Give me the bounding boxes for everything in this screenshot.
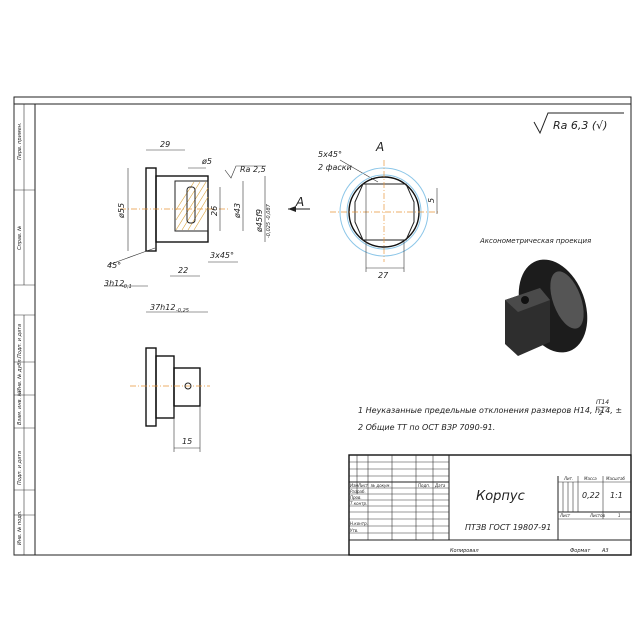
tb-part-name: Корпус [476,489,525,504]
dim-3x45: 3х45° [210,251,234,260]
tb-copied: Копировал [450,548,479,554]
tb-role-techcontrol: Т.контр. [350,501,367,506]
side-label-podp1: Подп. и дата [17,324,23,358]
title-block: Изм Лист № докум. Подп. Дата Разраб. Про… [348,454,632,556]
tb-mass-value: 0,22 [582,491,600,500]
dim-45deg: 45° [107,261,121,270]
dim-22: 22 [178,266,188,275]
axonometric-view: Аксонометрическая проекция [479,237,591,356]
tb-header-docno: № докум. [370,483,391,488]
tb-format-label: Формат [570,548,591,554]
tb-role-normcontrol: Н.контр. [350,521,368,526]
tb-header-date: Дата [434,483,446,488]
section-label-a: A [295,195,304,209]
chamfer-text-1: 5х45° [318,150,342,159]
tb-header-izm: Изм [350,483,358,488]
dim-26: 26 [210,206,219,216]
roughness-symbol: Ra 6,3 (√) [533,112,624,135]
tb-header-list: Лист [357,483,369,488]
front-view: 29 ø5 Ra 2,5 ø55 26 ø43 ø45f9 -0,025 -0,… [104,140,310,314]
side-frame: Перв. примен. Справ. № Подп. и дата Инв.… [13,104,35,555]
tb-mass-label: Масса [584,476,597,481]
side-label-perv: Перв. примен. [17,122,23,160]
tb-role-checked: Пров. [350,495,362,500]
dim-3h12: 3h12 [104,279,124,288]
roughness-text: Ra 6,3 (√) [553,119,607,132]
dim-3h12-tol: -0,1 [122,284,132,290]
axonometric-caption: Аксонометрическая проекция [479,237,591,245]
dim-15: 15 [182,437,192,446]
bottom-view: 15 [130,347,210,452]
dim-d43: ø43 [233,203,242,219]
side-label-invdubl: Инв. № дубл. [17,358,23,392]
dim-37h12-tol: -0,25 [176,308,189,314]
side-label-invpodl: Инв. № подл. [17,511,23,546]
dim-37h12: 37h12 [150,303,175,312]
tb-scale-label: Масштаб [606,476,626,481]
tb-format-value: А3 [601,548,609,554]
dim-ra-2-5: Ra 2,5 [240,165,266,174]
tb-sheets-value: 1 [618,513,621,518]
side-label-podp2: Подп. и дата [17,451,23,485]
tb-doc-code: ПТЗВ ГОСТ 19807-91 [465,523,551,532]
view-label-a: A [375,140,384,154]
note-line-2: 2 Общие ТТ по ОСТ ВЗР 7090-91. [358,423,495,432]
side-label-sprav: Справ. № [17,226,23,250]
dim-5: 5 [427,198,436,203]
tb-lit-label: Лит. [563,476,573,481]
tb-role-developed: Разраб. [350,489,366,494]
technical-notes: 1 Неуказанные предельные отклонения разм… [358,399,622,432]
dim-d45-tol: -0,025 -0,087 [266,203,272,238]
side-label-vzam: Взам. инв. № [17,391,23,425]
tb-sheet-label: Лист [559,513,571,518]
note-line-1: 1 Неуказанные предельные отклонения разм… [358,406,622,415]
tb-scale-value: 1:1 [610,491,623,500]
dim-d5: ø5 [201,157,212,166]
note-frac-top: IT14 [596,399,609,406]
note-frac-bottom: 2 [599,410,603,417]
tb-sheets-label: Листов [589,513,606,518]
dim-29: 29 [160,140,170,149]
tb-header-sign: Подп. [418,483,430,488]
tb-role-approved: Утв. [350,528,358,533]
chamfer-text-2: 2 фаски [318,163,352,172]
dim-d55: ø55 [117,203,126,219]
dim-27: 27 [378,271,389,280]
side-view: A 5х45° 2 фаски 27 5 [318,140,440,280]
dim-d45f9: ø45f9 [255,209,264,233]
